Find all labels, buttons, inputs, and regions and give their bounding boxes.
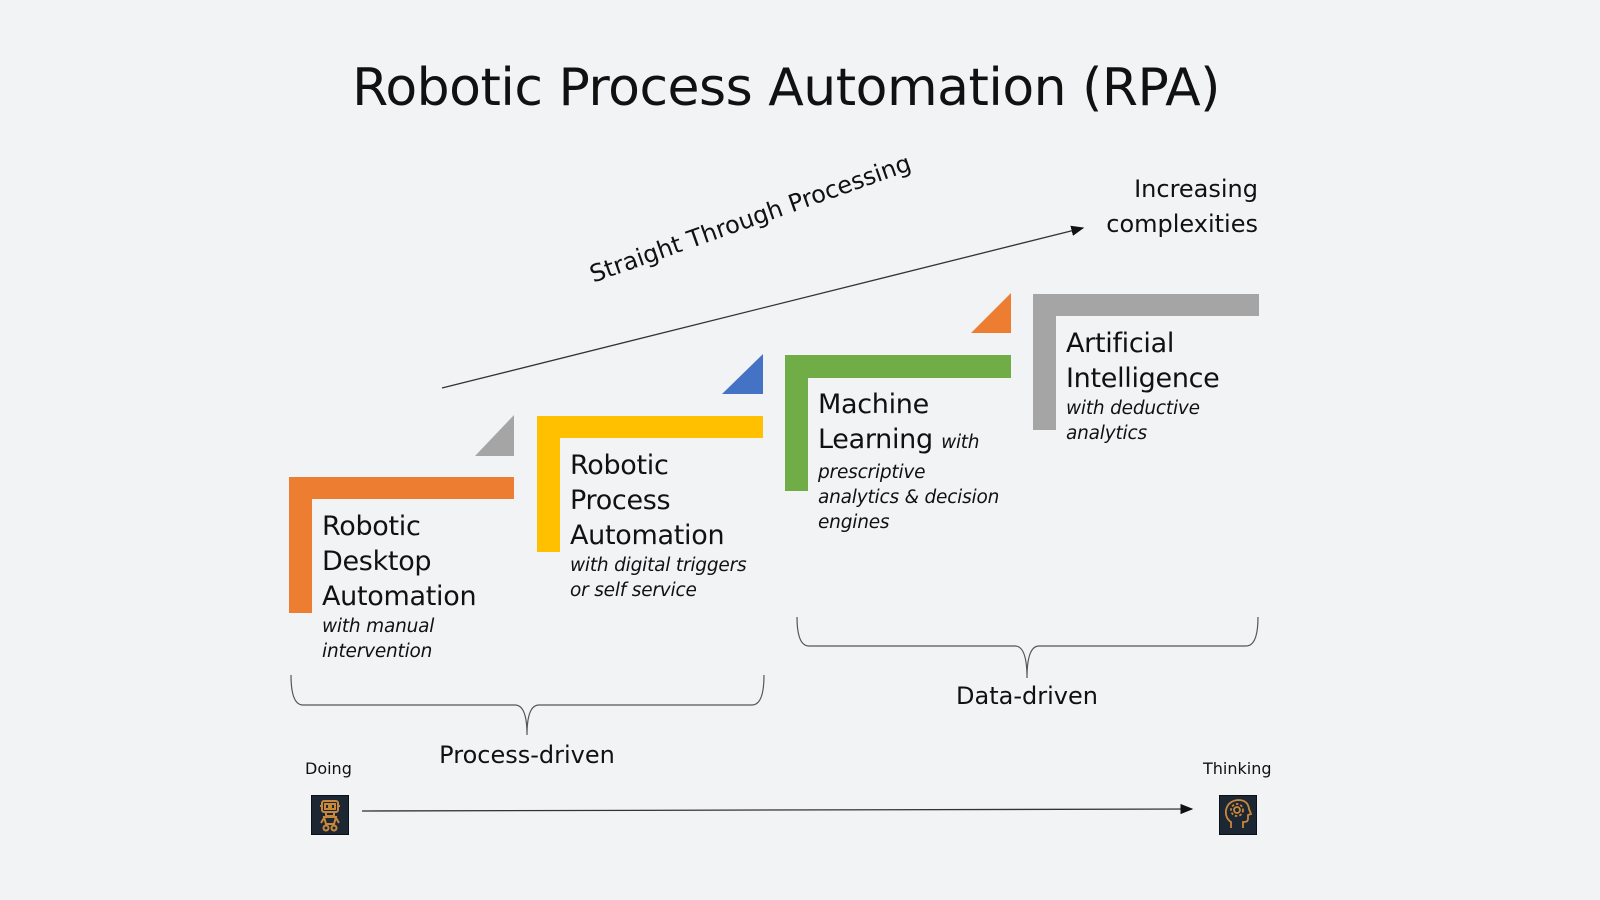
head-gear-icon	[1219, 795, 1257, 835]
step-4-title-line: Intelligence	[1066, 363, 1220, 394]
step-1-title-line: Automation	[322, 581, 477, 612]
page-title: Robotic Process Automation (RPA)	[0, 58, 1600, 118]
step-1-subtitle-line: intervention	[322, 641, 433, 662]
step-3-inline-subtitle: with	[941, 432, 980, 453]
step-2-bracket	[537, 416, 763, 552]
step-2-subtitle-line: or self service	[570, 580, 697, 601]
process-driven-brace	[290, 674, 765, 736]
step-3-subtitle-line: analytics & decision	[818, 487, 1000, 508]
doing-label: Doing	[305, 759, 352, 778]
increasing-complexities-label: Increasing complexities	[1060, 172, 1258, 242]
step-2-subtitle-line: with digital triggers	[570, 555, 747, 576]
step-3-bracket	[785, 355, 1011, 491]
increasing-line: Increasing	[1134, 175, 1258, 203]
robot-icon-glyph	[320, 800, 340, 832]
data-driven-label: Data-driven	[956, 682, 1098, 710]
step-4-bracket	[1033, 294, 1259, 430]
step-4-bracket-top	[1033, 294, 1259, 316]
step-2-bracket-side	[537, 416, 560, 552]
step-3-subtitle-line: prescriptive	[818, 462, 926, 483]
step-2-title-line: Robotic	[570, 450, 669, 481]
robot-icon	[311, 795, 349, 835]
step-3-title-line-with-inline: Learning with	[818, 422, 999, 460]
step-1-title-line: Desktop	[322, 546, 432, 577]
step-4-subtitle-line: analytics	[1066, 423, 1147, 444]
doing-thinking-arrow	[361, 803, 1194, 815]
step-3-bracket-top	[785, 355, 1011, 378]
step-2-corner-triangle	[722, 354, 763, 394]
step-4-subtitle-line: with deductive	[1066, 398, 1200, 419]
step-2-text: Robotic Process Automation with digital …	[570, 448, 747, 603]
step-4-title-line: Artificial	[1066, 328, 1175, 359]
head-gear-icon-glyph	[1224, 799, 1253, 828]
step-1-text: Robotic Desktop Automation with manual i…	[322, 509, 477, 664]
step-3-bracket-side	[785, 355, 808, 491]
step-2-title-line: Process	[570, 485, 671, 516]
step-1-bracket-side	[289, 477, 312, 613]
thinking-label: Thinking	[1203, 759, 1272, 778]
data-driven-brace	[796, 616, 1259, 679]
step-3-title-line: Learning	[818, 424, 933, 455]
step-1-bracket	[289, 477, 514, 613]
step-1-corner-triangle	[475, 415, 514, 456]
title-text: Robotic Process Automation (RPA)	[352, 58, 1220, 118]
step-1-title-line: Robotic	[322, 511, 421, 542]
step-1-bracket-top	[289, 477, 514, 499]
step-3-corner-triangle	[971, 293, 1011, 333]
step-4-bracket-side	[1033, 294, 1056, 430]
step-2-bracket-top	[537, 416, 763, 438]
process-driven-label: Process-driven	[439, 741, 615, 769]
step-2-title-line: Automation	[570, 520, 725, 551]
complexities-line: complexities	[1106, 210, 1258, 238]
step-3-subtitle-line: engines	[818, 512, 890, 533]
step-1-subtitle-line: with manual	[322, 616, 435, 637]
step-3-text: Machine Learning with prescriptive analy…	[818, 387, 999, 535]
step-4-text: Artificial Intelligence with deductive a…	[1066, 326, 1220, 446]
step-3-title-line: Machine	[818, 389, 929, 420]
complexity-arrow	[441, 225, 1085, 389]
